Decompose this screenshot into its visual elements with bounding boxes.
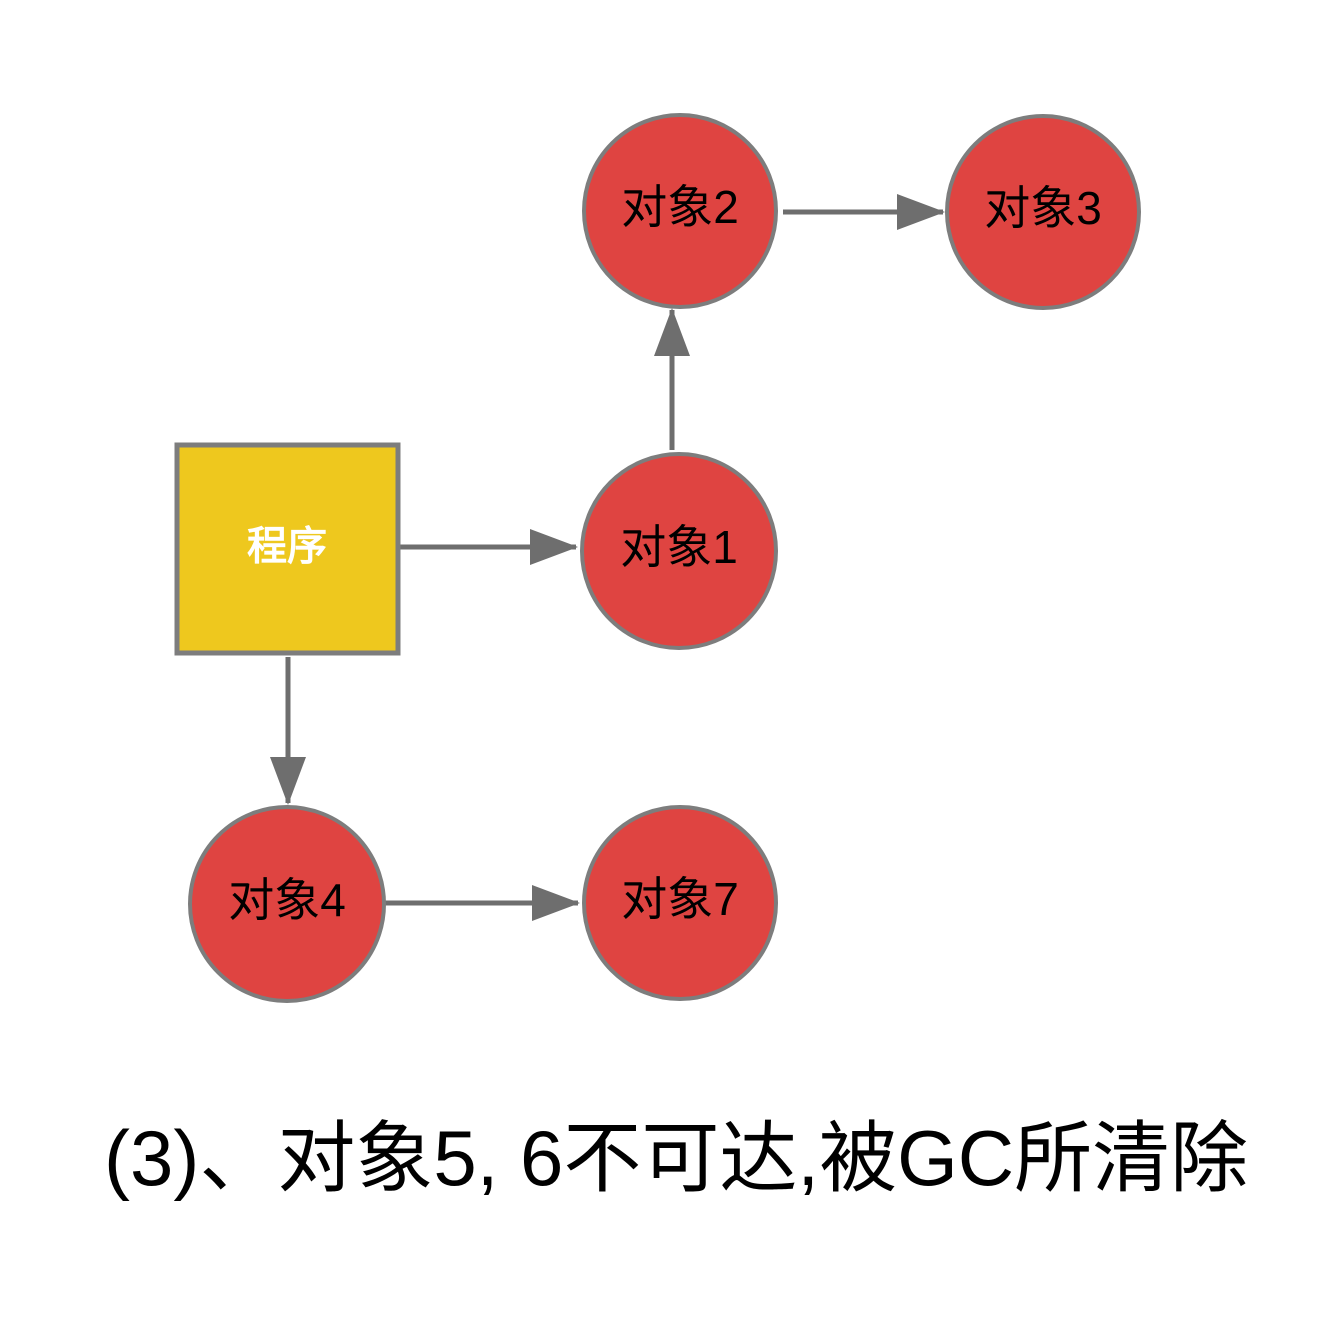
obj3-label: 对象3 [984, 182, 1102, 234]
node-obj2[interactable]: 对象2 [582, 113, 778, 309]
node-obj4[interactable]: 对象4 [188, 805, 386, 1003]
diagram-caption: (3)、对象5, 6不可达,被GC所清除 [104, 1114, 1248, 1202]
obj2-circle[interactable] [582, 113, 778, 309]
obj4-label: 对象4 [228, 874, 346, 926]
program-box[interactable] [174, 442, 401, 656]
node-obj7[interactable]: 对象7 [582, 805, 778, 1001]
node-program[interactable]: 程序 [174, 442, 401, 656]
obj7-label: 对象7 [621, 873, 739, 925]
edge-layer [270, 194, 946, 921]
obj7-circle[interactable] [582, 805, 778, 1001]
node-obj3[interactable]: 对象3 [945, 114, 1141, 310]
obj1-label: 对象1 [620, 521, 738, 573]
obj3-circle[interactable] [945, 114, 1141, 310]
program-label: 程序 [247, 525, 327, 569]
node-obj1[interactable]: 对象1 [580, 452, 778, 650]
obj2-label: 对象2 [621, 181, 739, 233]
obj4-circle[interactable] [188, 805, 386, 1003]
obj1-circle[interactable] [580, 452, 778, 650]
